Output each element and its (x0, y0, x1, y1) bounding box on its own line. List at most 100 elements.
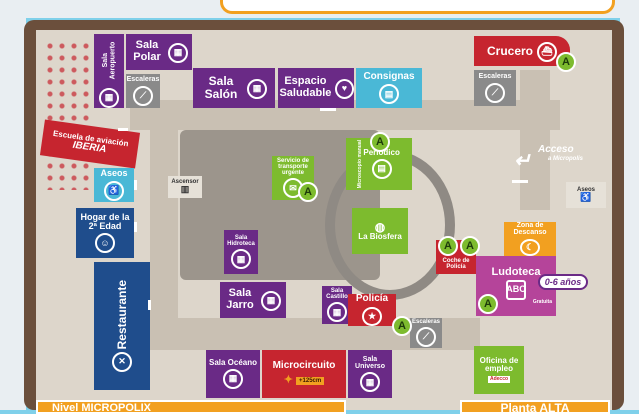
ascensor-1-label: Ascensor (171, 179, 199, 186)
sala-icon: ▦ (223, 369, 243, 390)
la-biosfera[interactable]: ◍ La Biosfera (352, 208, 408, 254)
crucero[interactable]: Crucero ⛴ (474, 36, 570, 66)
servicio-transporte-label: Servicio de transporte urgente (276, 157, 309, 177)
escaleras-3[interactable]: Escaleras ⟋ (410, 318, 442, 348)
altura-label: +125cm (296, 376, 325, 385)
iberia-label: IBERIA (71, 139, 108, 156)
restaurante-label: Restaurante (114, 280, 129, 350)
access-pin[interactable]: A (298, 182, 318, 202)
locker-icon: ▤ (379, 84, 399, 105)
sala-icon: ▦ (99, 88, 119, 108)
door (134, 180, 137, 190)
sala-icon: ▦ (261, 291, 281, 311)
escaleras-1[interactable]: Escaleras ⟋ (126, 74, 160, 108)
aseos-2-label: Aseos (576, 187, 595, 194)
acceso-label: Acceso (538, 144, 574, 155)
aseos-2[interactable]: Aseos ♿ (566, 182, 606, 208)
stairs-icon: ⟋ (133, 85, 153, 106)
escaleras-3-label: Escaleras (411, 318, 441, 325)
restaurant-icon: ✕ (112, 351, 132, 372)
sala-universo-label: Sala Universo (355, 355, 385, 370)
escaleras-2-label: Escaleras (478, 73, 512, 81)
espacio-saludable-label: Espacio Saludable (279, 75, 332, 99)
policia[interactable]: Policía ★ (348, 293, 396, 326)
street-right (620, 0, 639, 410)
hogar-2a-edad[interactable]: Hogar de la 2ª Edad ☺ (76, 208, 134, 258)
bottom-right-banner-text: Planta ALTA (500, 401, 570, 414)
toilet-icon: ♿ (104, 180, 124, 201)
ship-icon: ⛴ (537, 42, 557, 62)
sala-icon: ▦ (360, 372, 380, 393)
elderly-icon: ☺ (95, 233, 115, 254)
sala-hidroteca-label: Sala Hidroteca (227, 234, 255, 247)
consignas[interactable]: Consignas ▤ (356, 68, 422, 108)
aseos-1-label: Aseos (100, 168, 128, 179)
sala-universo[interactable]: Sala Universo ▦ (348, 350, 392, 398)
access-pin[interactable]: A (478, 294, 498, 314)
edades-label: 0-6 años (544, 277, 582, 287)
sala-oceano[interactable]: Sala Océano ▦ (206, 350, 260, 398)
stairs-icon: ⟋ (485, 82, 505, 103)
microcircuito[interactable]: Microcircuito ✦ +125cm (262, 350, 346, 398)
sala-polar-label: Sala Polar (133, 39, 161, 63)
kid-icon: ✦ (283, 373, 294, 386)
elevator-icon: ▥ (180, 184, 190, 195)
zona-descanso-label: Zona de Descanso (513, 222, 547, 237)
door (320, 108, 336, 111)
stairs-icon: ⟋ (416, 327, 436, 348)
door (134, 222, 137, 232)
hogar-label: Hogar de la 2ª Edad (80, 211, 130, 231)
access-pin[interactable]: A (556, 52, 576, 72)
decor-dots (44, 40, 92, 190)
escaleras-1-label: Escaleras (126, 76, 160, 84)
acceso-block[interactable]: ↵ Acceso a Micropolis (512, 140, 602, 180)
ludoteca-label: Ludoteca (491, 265, 541, 278)
sala-hidroteca[interactable]: Sala Hidroteca ▦ (224, 230, 258, 274)
top-banner-edge (220, 0, 615, 14)
sala-salon[interactable]: Sala Salón ▦ (193, 68, 275, 108)
espacio-saludable[interactable]: Espacio Saludable ♥ (278, 68, 354, 108)
toys-icon: ABC (506, 280, 526, 301)
access-pin[interactable]: A (392, 316, 412, 336)
corridor-left (150, 130, 178, 350)
arrow-down-left-icon: ↵ (514, 150, 531, 172)
door (512, 180, 528, 183)
sala-aeropuerto[interactable]: Sala Aeropuerto ▦ (94, 34, 124, 108)
access-pin[interactable]: A (370, 132, 390, 152)
acceso-sub-label: a Micropolis (548, 156, 584, 162)
newspaper-icon: ▤ (371, 159, 392, 180)
sala-aeropuerto-label: Sala Aeropuerto (101, 41, 116, 80)
zona-descanso[interactable]: Zona de Descanso ☾ (504, 222, 556, 256)
oficina-empleo[interactable]: Oficina de empleo Adecco (474, 346, 524, 394)
sala-icon: ▦ (168, 43, 188, 63)
door (118, 128, 128, 131)
aseos-1[interactable]: Aseos ♿ (94, 168, 134, 202)
biosfera-label: La Biosfera (358, 232, 402, 242)
microscopio-label: Microscopio manual (357, 139, 364, 189)
bottom-left-banner: Nivel MICROPOLIX (36, 400, 346, 414)
consignas-label: Consignas (363, 70, 415, 82)
sala-polar[interactable]: Sala Polar ▦ (126, 34, 192, 70)
bottom-right-banner: Planta ALTA (460, 400, 610, 414)
crucero-label: Crucero (486, 43, 533, 58)
corridor-right (520, 70, 550, 210)
sala-jarro-label: Sala Jarro (226, 287, 254, 311)
oficina-empleo-label: Oficina de empleo (479, 355, 519, 374)
rest-icon: ☾ (520, 238, 540, 256)
sala-jarro[interactable]: Sala Jarro ▦ (220, 282, 286, 318)
street-left (0, 0, 26, 410)
sala-oceano-label: Sala Océano (208, 357, 258, 367)
sala-castillo-label: Sala Castillo (326, 287, 348, 300)
access-pin[interactable]: A (460, 236, 480, 256)
restaurante[interactable]: Restaurante ✕ (94, 262, 150, 390)
sala-icon: ▦ (327, 302, 347, 323)
access-pin[interactable]: A (438, 236, 458, 256)
ascensor-1[interactable]: Ascensor ▥ (168, 176, 202, 198)
escaleras-2[interactable]: Escaleras ⟋ (474, 70, 516, 106)
globe-icon: ◍ (374, 219, 386, 234)
sala-icon: ▦ (247, 79, 267, 99)
sala-castillo[interactable]: Sala Castillo ▦ (322, 286, 352, 324)
policia-label: Policía (355, 293, 389, 304)
bottom-left-banner-text: Nivel MICROPOLIX (52, 402, 152, 414)
health-icon: ♥ (334, 79, 354, 99)
